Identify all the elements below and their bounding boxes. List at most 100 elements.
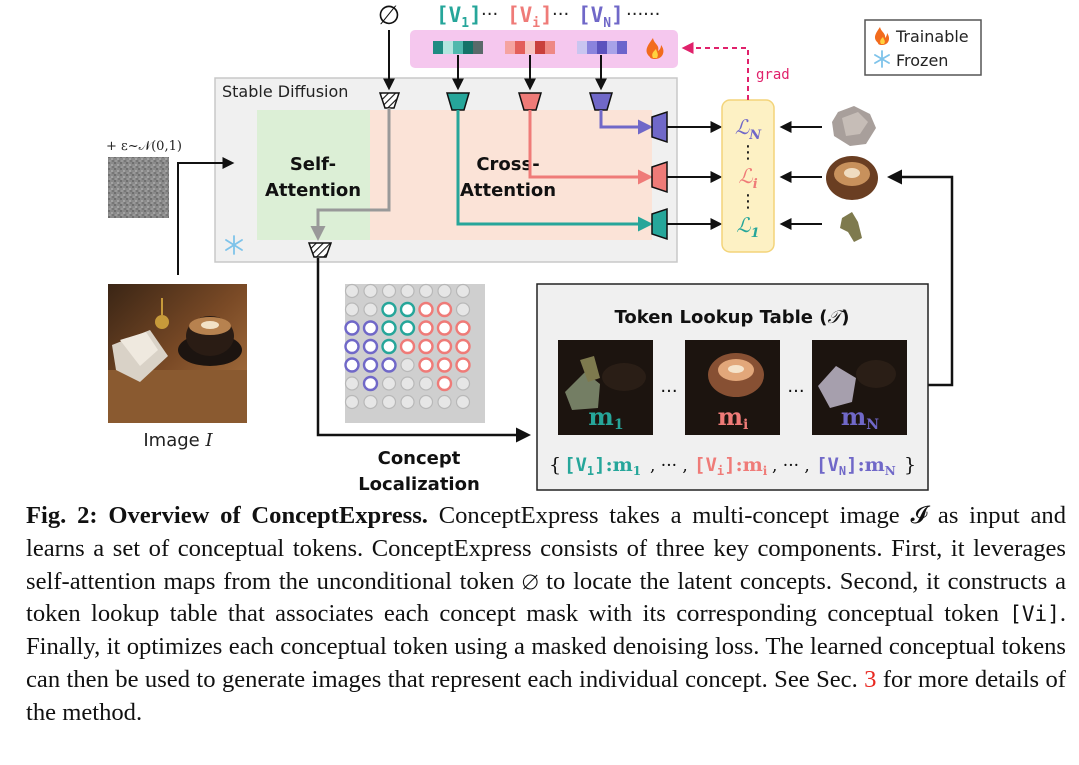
grid-node (381, 283, 397, 299)
cluster-node (344, 320, 360, 336)
token-embedding-v1 (433, 41, 483, 54)
caption-part3: . Finally, it optimizes each conceptual … (26, 600, 1066, 693)
cluster-node (436, 338, 453, 355)
cluster-node (362, 320, 379, 336)
grad-label: grad (756, 67, 790, 83)
cluster-node (362, 338, 379, 355)
vi-output-projection (651, 160, 668, 194)
token-sequence: [V1] ··· [Vi] ··· [VN] ······ (436, 3, 660, 31)
cluster-node (436, 375, 453, 392)
clustering-grid (344, 283, 485, 423)
loss-dots-top: ⋮ (739, 142, 757, 163)
token-vi: [Vi] (507, 3, 553, 31)
token-embedding-vn (577, 41, 627, 54)
v1-key-projection (445, 92, 471, 111)
noise-image (108, 157, 169, 218)
cluster-node (436, 320, 453, 336)
figure-caption: Fig. 2: Overview of ConceptExpress. Conc… (26, 500, 1066, 730)
masked-crop-n (832, 106, 876, 146)
loss-1: ℒ1 (736, 213, 759, 241)
mapping-close: } (904, 454, 916, 476)
grid-node (455, 302, 471, 317)
vi-key-projection (517, 92, 543, 111)
section-reference-link[interactable]: 3 (864, 665, 877, 693)
self-attention-output (307, 242, 333, 258)
image-label: Image I (143, 430, 213, 451)
null-token-symbol: ∅ (378, 1, 401, 31)
grid-node (344, 376, 360, 391)
loss-n: ℒN (735, 115, 762, 143)
figure-label: Fig. 2: Overview of ConceptExpress. (26, 502, 428, 529)
snowflake-icon (225, 235, 243, 255)
grid-node (437, 283, 452, 299)
snowflake-icon (874, 50, 890, 68)
cluster-node (455, 338, 471, 355)
grid-node (400, 376, 415, 391)
self-attention-region (257, 110, 370, 240)
loss-i: ℒi (738, 164, 757, 192)
stable-diffusion-label: Stable Diffusion (222, 82, 348, 101)
grid-node (418, 394, 434, 410)
token-dots-1: ··· (481, 4, 498, 25)
cluster-node (362, 357, 379, 373)
legend: Trainable Frozen (864, 19, 982, 76)
caption-part4: for more details of the method. (26, 665, 1066, 726)
mapping-v1: [V1]:m1 (564, 454, 641, 478)
grid-node (344, 302, 360, 317)
mapping-vi: [Vi]:mi (694, 454, 768, 478)
noise-label: + ε~𝒩(0,1) (106, 139, 182, 154)
grid-node (418, 376, 434, 391)
cluster-node (418, 338, 434, 355)
self-attention-line1: Self- (290, 154, 336, 175)
fire-icon (646, 38, 664, 59)
caption-part1: ConceptExpress takes a multi-concept ima… (427, 502, 911, 529)
fire-icon (874, 27, 890, 45)
caption-part2: as input and learns a set of conceptual … (26, 502, 1067, 628)
mask-label-n: mN (841, 402, 879, 433)
cluster-node (381, 301, 397, 318)
cluster-node (344, 338, 360, 355)
legend-frozen: Frozen (896, 51, 948, 70)
cluster-node (381, 338, 397, 355)
caption-image-symbol: 𝓘 (910, 502, 928, 529)
grid-node (381, 376, 397, 391)
concept-localization-line2: Localization (358, 474, 480, 495)
cluster-node (399, 320, 416, 336)
token-dots-3: ······ (626, 4, 660, 25)
lookup-table-title: Token Lookup Table (𝒯) (614, 307, 849, 328)
cluster-node (399, 338, 416, 355)
token-dots-2: ··· (552, 4, 569, 25)
cluster-node (418, 301, 434, 318)
legend-trainable: Trainable (895, 27, 969, 46)
cluster-node (362, 375, 379, 392)
mask-dots-2: ··· (787, 381, 804, 402)
vn-key-projection (588, 92, 614, 111)
mask-image-n (812, 340, 907, 435)
mapping-open: { (549, 454, 561, 476)
mask-image-i (685, 340, 780, 435)
mask-image-1 (558, 340, 653, 435)
grid-node (455, 283, 471, 299)
cluster-node (344, 357, 360, 373)
grid-node (437, 394, 452, 410)
grid-node (455, 376, 471, 391)
self-attention-line2: Attention (265, 180, 361, 201)
mapping-sep-1: , ··· , (650, 456, 688, 476)
token-vn: [VN] (578, 3, 624, 31)
cluster-node (436, 301, 453, 318)
cluster-node (455, 320, 471, 336)
grid-node (455, 394, 471, 410)
mask-label-1: m1 (588, 402, 623, 433)
input-image (108, 284, 247, 423)
mask-dots-1: ··· (660, 381, 677, 402)
masked-crop-1 (840, 212, 862, 242)
cluster-node (455, 357, 471, 373)
v1-output-projection (651, 207, 668, 241)
cluster-node (418, 357, 434, 373)
grid-node (363, 302, 378, 317)
cross-attention-region (370, 110, 652, 240)
mask-label-i: mi (718, 402, 749, 433)
grid-node (418, 283, 434, 299)
cluster-node (436, 357, 453, 373)
cluster-node (381, 357, 397, 373)
